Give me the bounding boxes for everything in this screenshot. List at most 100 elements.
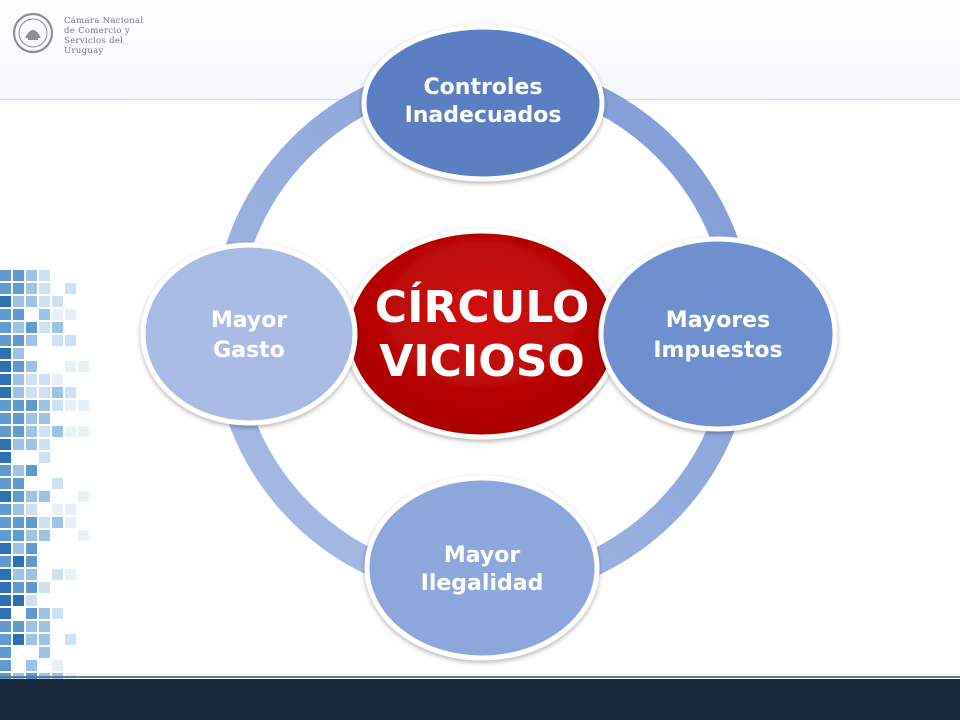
mosaic-tile: [39, 322, 50, 333]
mosaic-tile: [0, 335, 11, 346]
mosaic-tile: [13, 556, 24, 567]
mosaic-tile: [39, 400, 50, 411]
mosaic-tile: [0, 309, 11, 320]
mosaic-tile: [65, 504, 76, 515]
mosaic-tile: [0, 348, 11, 359]
mosaic-tile: [0, 452, 11, 463]
mosaic-tile: [26, 361, 37, 372]
mosaic-tile: [52, 335, 63, 346]
mosaic-tile: [0, 465, 11, 476]
node-label-line: Mayor: [211, 308, 288, 333]
mosaic-tile: [39, 426, 50, 437]
footer-accent-line: [0, 676, 960, 678]
logo-line: Uruguay: [64, 46, 104, 56]
mosaic-tile: [52, 673, 63, 684]
node-label-line: Mayores: [666, 308, 770, 333]
mosaic-tile: [52, 309, 63, 320]
mosaic-tile: [52, 387, 63, 398]
logo-line: de Comercio y: [64, 26, 130, 36]
mosaic-tile: [39, 283, 50, 294]
mosaic-tile: [0, 387, 11, 398]
mosaic-tile: [13, 361, 24, 372]
mosaic-tile: [13, 530, 24, 541]
mosaic-tile: [13, 517, 24, 528]
mosaic-tile: [52, 569, 63, 580]
mosaic-tile: [26, 660, 37, 671]
mosaic-tile: [13, 322, 24, 333]
mosaic-tile: [26, 517, 37, 528]
mosaic-tile: [13, 673, 24, 684]
mosaic-tile: [0, 361, 11, 372]
mosaic-tile: [13, 439, 24, 450]
mosaic-tile: [13, 621, 24, 632]
mosaic-tile: [0, 673, 11, 684]
mosaic-tile: [52, 296, 63, 307]
decorative-mosaic: [0, 270, 90, 690]
mosaic-tile: [26, 296, 37, 307]
logo-line: Cámara Nacional: [64, 16, 144, 26]
mosaic-tile: [26, 556, 37, 567]
mosaic-tile: [0, 478, 11, 489]
mosaic-tile: [26, 426, 37, 437]
mosaic-tile: [13, 348, 24, 359]
mosaic-tile: [39, 309, 50, 320]
mosaic-tile: [52, 374, 63, 385]
mosaic-tile: [65, 673, 76, 684]
mosaic-tile: [13, 270, 24, 281]
mosaic-tile: [13, 309, 24, 320]
mosaic-tile: [65, 361, 76, 372]
node-label-line: Impuestos: [653, 338, 782, 363]
mosaic-tile: [65, 387, 76, 398]
mosaic-tile: [26, 413, 37, 424]
mosaic-tile: [78, 400, 89, 411]
mosaic-tile: [0, 426, 11, 437]
node-label-line: Gasto: [213, 338, 285, 363]
mosaic-tile: [13, 426, 24, 437]
node-label-line: Inadecuados: [405, 103, 562, 128]
mosaic-tile: [26, 608, 37, 619]
mosaic-tile: [26, 335, 37, 346]
mosaic-tile: [13, 296, 24, 307]
mosaic-tile: [26, 673, 37, 684]
mosaic-tile: [39, 530, 50, 541]
mosaic-tile: [13, 335, 24, 346]
mosaic-tile: [0, 543, 11, 554]
mosaic-tile: [65, 426, 76, 437]
mosaic-tile: [39, 270, 50, 281]
mosaic-tile: [0, 634, 11, 645]
mosaic-tile: [52, 504, 63, 515]
mosaic-tile: [26, 491, 37, 502]
mosaic-tile: [78, 530, 89, 541]
center-node: CÍRCULO VICIOSO: [344, 228, 620, 440]
mosaic-tile: [13, 634, 24, 645]
mosaic-tile: [26, 621, 37, 632]
center-label-line: CÍRCULO: [375, 280, 589, 333]
chamber-logo: Cámara Nacional de Comercio y Servicios …: [12, 12, 162, 74]
mosaic-tile: [0, 504, 11, 515]
mosaic-tile: [65, 569, 76, 580]
mosaic-tile: [13, 283, 24, 294]
mosaic-tile: [39, 582, 50, 593]
mosaic-tile: [52, 322, 63, 333]
mosaic-tile: [39, 374, 50, 385]
mosaic-tile: [13, 400, 24, 411]
mosaic-tile: [0, 283, 11, 294]
node-label-line: Mayor: [444, 543, 521, 568]
mosaic-tile: [13, 569, 24, 580]
chamber-name: Cámara Nacional de Comercio y Servicios …: [64, 16, 174, 56]
mosaic-tile: [0, 530, 11, 541]
center-label-line: VICIOSO: [379, 336, 585, 387]
mosaic-tile: [65, 634, 76, 645]
mosaic-tile: [13, 374, 24, 385]
node-mayor-ilegalidad: Mayor Ilegalidad: [364, 475, 600, 661]
mosaic-tile: [78, 491, 89, 502]
mosaic-tile: [26, 270, 37, 281]
node-label-line: Ilegalidad: [421, 571, 544, 596]
mosaic-tile: [65, 517, 76, 528]
mosaic-tile: [39, 452, 50, 463]
mosaic-tile: [65, 283, 76, 294]
mosaic-tile: [26, 439, 37, 450]
mosaic-tile: [78, 361, 89, 372]
